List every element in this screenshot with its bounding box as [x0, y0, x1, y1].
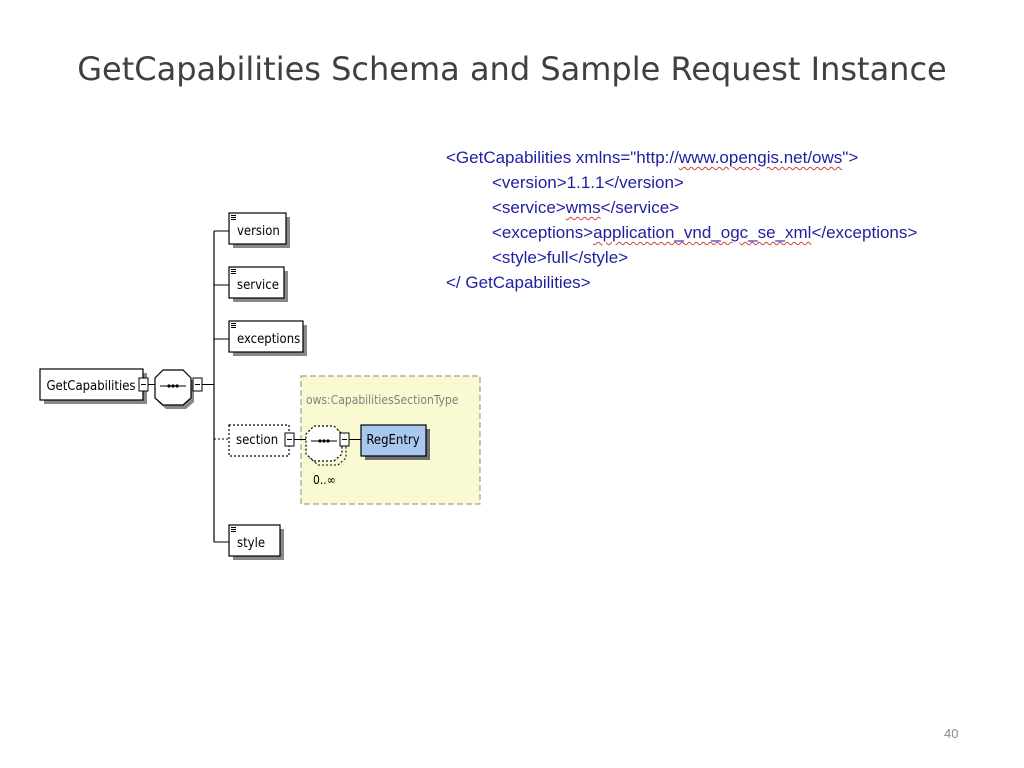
- xml-line-version: <version>1.1.1</version>: [492, 173, 684, 192]
- element-exceptions-label: exceptions: [237, 332, 300, 347]
- element-service: service: [228, 266, 288, 302]
- element-section-label: section: [236, 433, 278, 448]
- xml-line-root-open: <GetCapabilities xmlns="http://www.openg…: [446, 148, 859, 167]
- inner-sequence-compositor: 0..∞: [305, 425, 347, 487]
- element-version-label: version: [237, 224, 280, 239]
- xml-line-style: <style>full</style>: [492, 248, 629, 267]
- root-element-label: GetCapabilities: [46, 379, 135, 394]
- slide-title: GetCapabilities Schema and Sample Reques…: [77, 50, 947, 88]
- xml-line-exceptions: <exceptions>application_vnd_ogc_se_xml</…: [492, 223, 918, 242]
- element-exceptions: exceptions: [228, 320, 307, 356]
- root-element-box: GetCapabilities: [39, 368, 147, 404]
- xml-sample: <GetCapabilities xmlns="http://www.openg…: [446, 145, 917, 295]
- page-number: 40: [944, 726, 959, 741]
- occurrence-label: 0..∞: [313, 473, 336, 487]
- element-version: version: [228, 212, 290, 248]
- element-style: style: [228, 524, 284, 560]
- element-service-label: service: [237, 278, 279, 293]
- sequence-compositor: [154, 369, 194, 409]
- xml-namespace-url: www.opengis.net/ows: [678, 148, 843, 167]
- element-section: section: [228, 424, 290, 457]
- element-regentry-label: RegEntry: [366, 433, 419, 448]
- type-name-label: ows:CapabilitiesSectionType: [306, 393, 459, 407]
- xml-line-service: <service>wms</service>: [492, 198, 680, 217]
- element-style-label: style: [237, 536, 265, 551]
- element-regentry: RegEntry: [360, 424, 430, 460]
- xml-line-root-close: </ GetCapabilities>: [446, 273, 591, 292]
